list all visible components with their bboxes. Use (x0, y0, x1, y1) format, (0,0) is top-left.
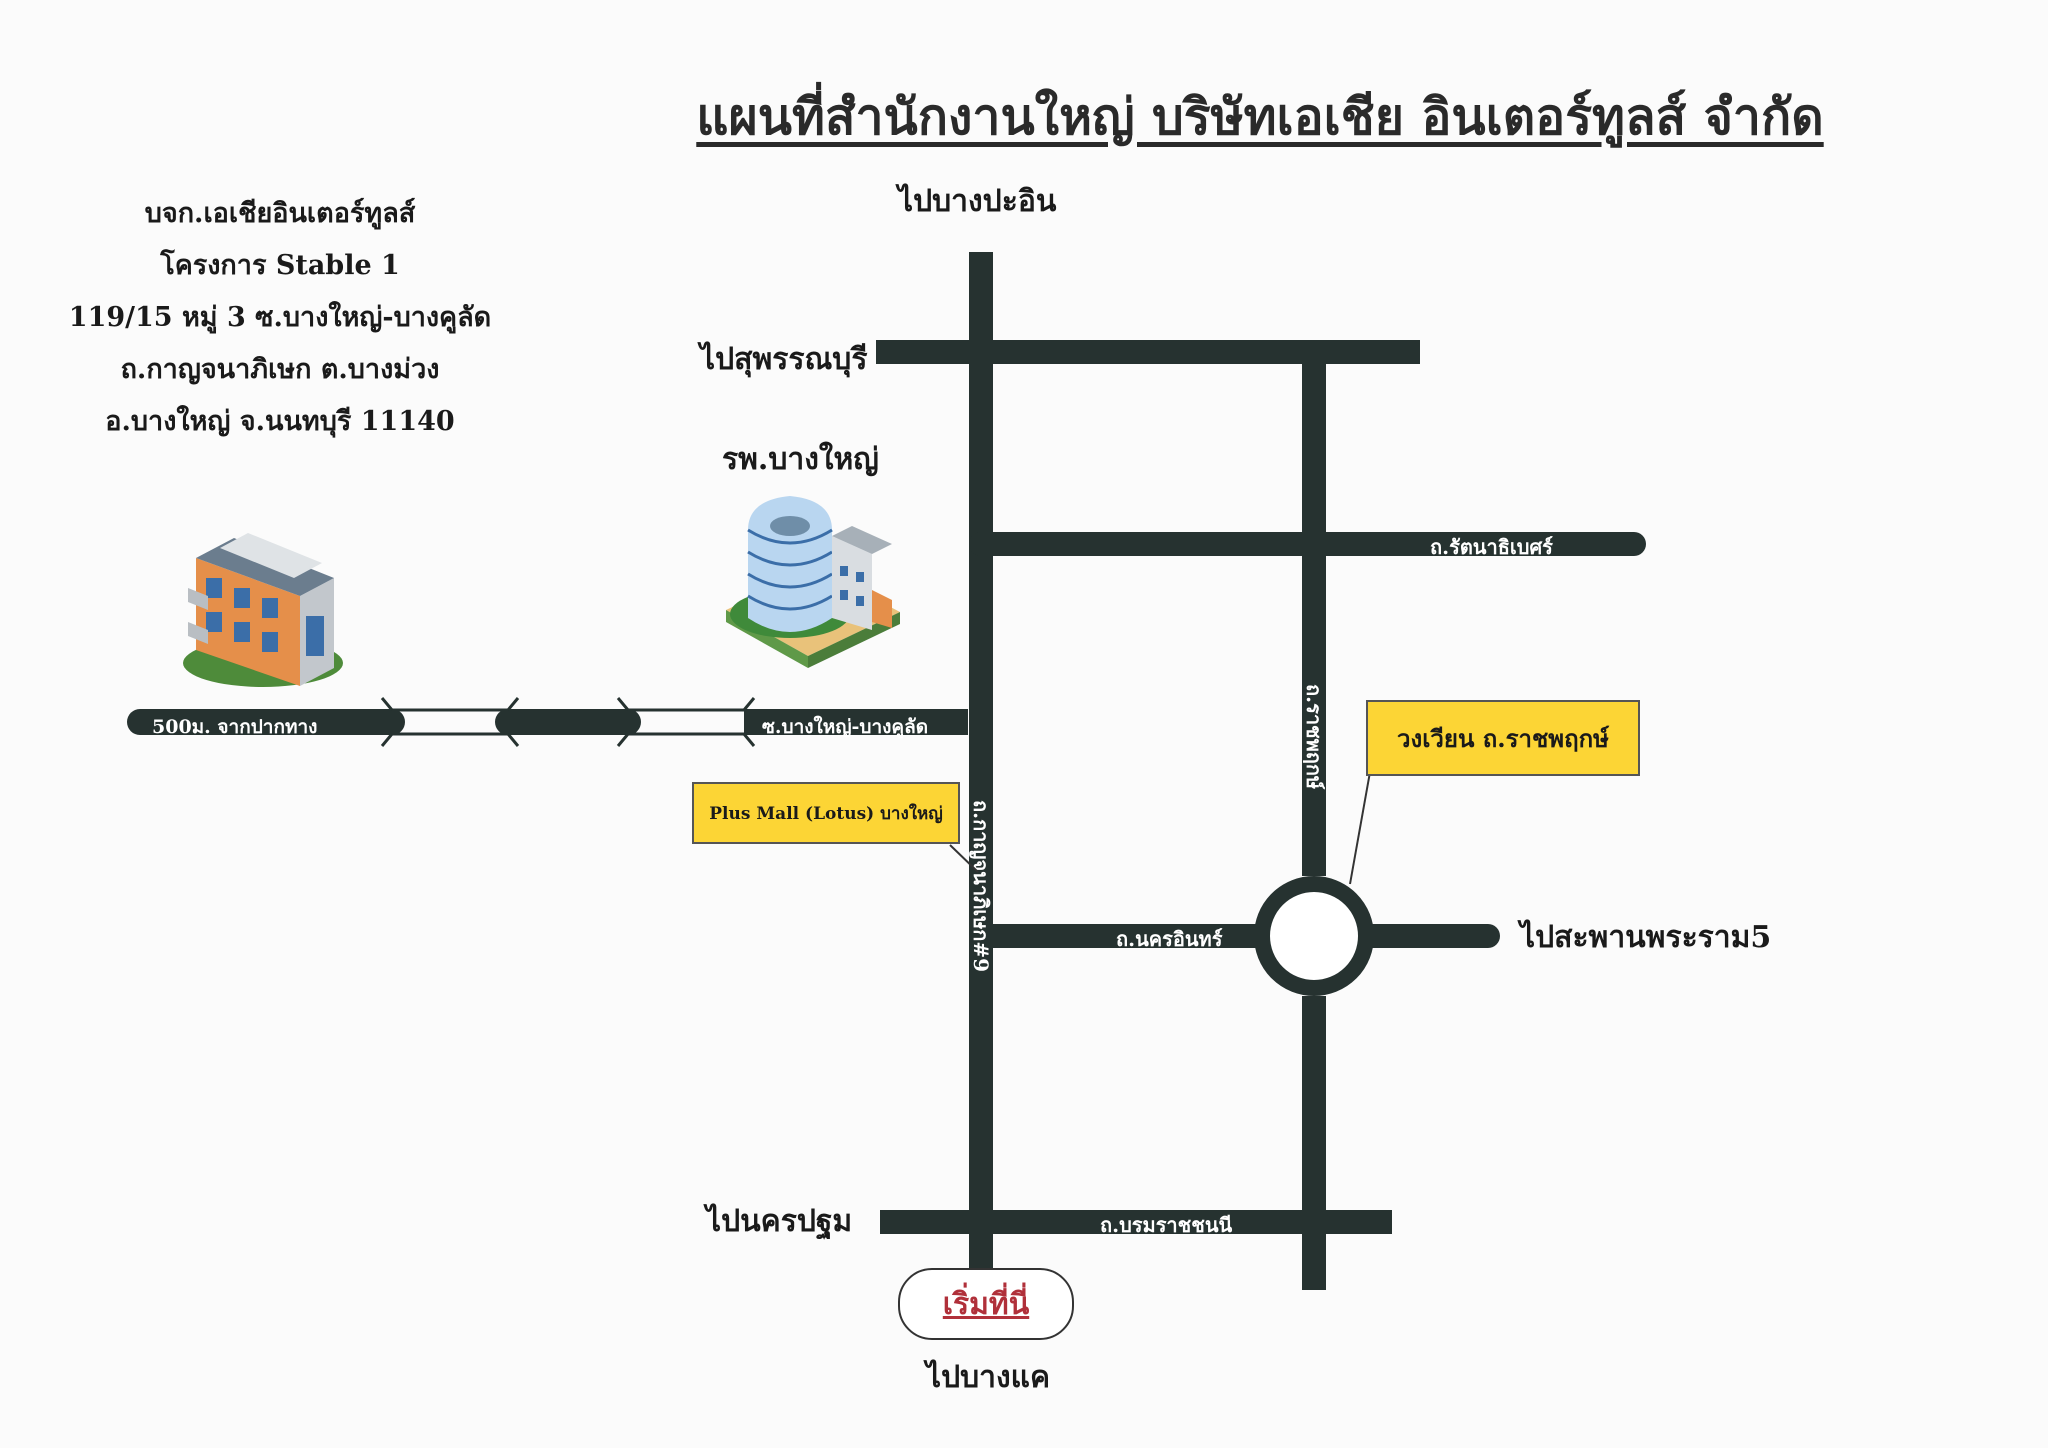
road-label-nakhon-in: ถ.นครอินทร์ (1116, 927, 1223, 951)
road-label-soi-distance: 500ม. จากปากทาง (152, 716, 317, 738)
direction-bangkhae: ไปบางแค (926, 1360, 1051, 1395)
landmark-hospital: รพ.บางใหญ่ (722, 442, 879, 477)
callout-mall: Plus Mall (Lotus) บางใหญ่ (692, 782, 960, 844)
roundabout (1254, 876, 1374, 996)
road-label-soi-name: ซ.บางใหญ่-บางคูลัด (762, 715, 928, 739)
address-line: 119/15 หมู่ 3 ซ.บางใหญ่-บางคูลัด (68, 302, 492, 333)
office-building-icon (183, 533, 343, 687)
road-label-kanchanaphisek: ถ.กาญจนาภิเษก#9 (969, 800, 993, 972)
start-here-marker: เริ่มที่นี่ (898, 1268, 1074, 1340)
hospital-building-icon (726, 496, 900, 668)
direction-nakhonpathom: ไปนครปฐม (706, 1204, 853, 1239)
callout-leader-roundabout (1349, 771, 1371, 885)
bridge-icon (380, 697, 520, 747)
address-line: อ.บางใหญ่ จ.นนทบุรี 11140 (105, 406, 455, 437)
address-line: ถ.กาญจนาภิเษก ต.บางม่วง (120, 354, 440, 385)
callout-leader-mall (949, 844, 979, 873)
road-label-ratchaphruek: ถ.ราชพฤกษ์ (1302, 684, 1326, 790)
map-title: แผนที่สำนักงานใหญ่ บริษัทเอเชีย อินเตอร์… (696, 87, 1824, 146)
address-line: โครงการ Stable 1 (160, 250, 400, 281)
bridge-icon (616, 697, 756, 747)
road-label-borommaratchachonnani: ถ.บรมราชชนนี (1100, 1213, 1232, 1237)
company-address: บจก.เอเชียอินเตอร์ทูลส์ โครงการ Stable 1… (60, 188, 500, 448)
road-label-rattanathibet: ถ.รัตนาธิเบศร์ (1430, 535, 1553, 559)
direction-suphanburi: ไปสุพรรณบุรี (700, 342, 868, 377)
direction-rama5: ไปสะพานพระราม5 (1520, 920, 1772, 955)
direction-north: ไปบางปะอิน (898, 184, 1057, 219)
callout-roundabout: วงเวียน ถ.ราชพฤกษ์ (1366, 700, 1640, 776)
address-line: บจก.เอเชียอินเตอร์ทูลส์ (144, 198, 416, 229)
